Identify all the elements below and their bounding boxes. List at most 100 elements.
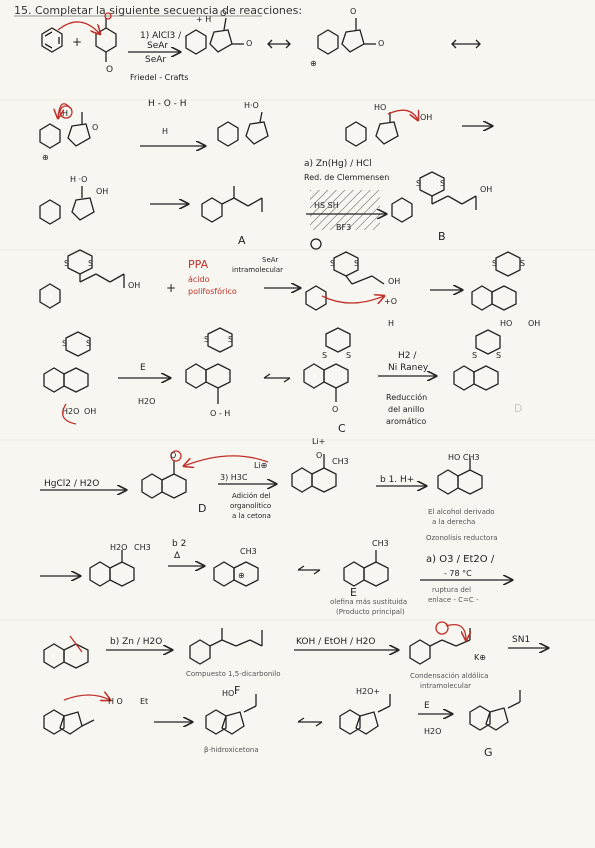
bf3-label: BF3 — [336, 223, 351, 232]
svg-text:H·O: H·O — [244, 101, 259, 110]
svg-text:S: S — [492, 259, 497, 268]
water-label: H - O - H — [148, 99, 187, 109]
svg-text:K⊕: K⊕ — [474, 653, 486, 662]
compound-d — [141, 450, 187, 499]
benzene-reactant — [41, 27, 63, 53]
niraney-label: Ni Raney — [388, 363, 429, 373]
svg-text:Li+: Li+ — [312, 437, 325, 446]
svg-text:O: O — [170, 451, 176, 460]
alcohol-note-1: El alcohol derivado — [428, 508, 495, 516]
reduccion-label: Reducción — [386, 392, 427, 402]
svg-text:S: S — [62, 339, 67, 348]
svg-text:+: + — [166, 281, 176, 295]
alkoxide-bicycle — [43, 709, 95, 735]
sear-label-2: SeAr — [145, 55, 166, 65]
svg-text:+ H: + H — [196, 15, 211, 24]
svg-text:O - H: O - H — [210, 409, 230, 418]
e-final-label: E — [424, 701, 430, 711]
condensacion-label-2: intramolecular — [420, 682, 471, 690]
crossed-out-reagent — [310, 190, 380, 230]
notebook-grid — [0, 99, 595, 621]
cyclized-intermediate — [471, 251, 521, 311]
hemiketal-intermediate — [345, 112, 399, 147]
svg-text:S: S — [322, 351, 327, 360]
reduced-dithiane — [453, 329, 501, 391]
svg-text:S: S — [520, 259, 525, 268]
koh-label: KOH / EtOH / H2O — [296, 637, 375, 647]
svg-text:OH: OH — [388, 277, 400, 286]
olefina-label-1: olefina más sustituida — [330, 598, 407, 606]
beta-hydroxyketone-label: β-hidroxicetona — [204, 746, 259, 754]
ozonide-alkene — [43, 635, 89, 669]
svg-text:CH3: CH3 — [240, 547, 257, 556]
svg-text:H ·O: H ·O — [70, 175, 87, 184]
enolate-intermediate — [409, 621, 471, 665]
compound-e-label: E — [350, 586, 357, 599]
ho-ch3-label: HO CH3 — [448, 453, 480, 462]
svg-text:+O: +O — [384, 297, 397, 306]
compound-f — [189, 628, 263, 665]
oxonium-intermediate — [217, 111, 269, 147]
delta-label: Δ — [174, 551, 181, 561]
sn1-label: SN1 — [512, 635, 530, 645]
svg-text:O: O — [316, 451, 322, 460]
enol-intermediate — [185, 327, 233, 404]
svg-text:O: O — [92, 123, 98, 132]
svg-text:S: S — [330, 259, 335, 268]
a-la-cetona-label: a la cetona — [232, 512, 271, 520]
sear-label-1: SeAr — [147, 41, 168, 51]
alcohol-note-2: a la derecha — [432, 518, 475, 526]
grignard-label: 3) H3C — [220, 473, 248, 482]
svg-text:OH: OH — [84, 407, 96, 416]
svg-text:HO: HO — [500, 319, 512, 328]
e-reagent-label: E — [140, 363, 146, 373]
ch3-label: CH3 — [332, 457, 349, 466]
hoet-label: H O — [108, 697, 123, 706]
svg-text:⊕: ⊕ — [310, 59, 317, 68]
h2o-final-label: H2O — [424, 727, 441, 736]
zn-hg-label: a) Zn(Hg) / HCl — [304, 159, 372, 169]
hgcl2-label: HgCl2 / H2O — [44, 479, 99, 489]
ruptura-label-2: enlace - C=C - — [428, 596, 479, 604]
compound-a — [201, 186, 263, 223]
sigma-complex-2 — [317, 18, 376, 55]
et-label: Et — [140, 697, 148, 706]
compound-c-label: C — [338, 422, 346, 435]
svg-text:⊕: ⊕ — [238, 571, 245, 580]
svg-text:S: S — [88, 259, 93, 268]
compound-b — [391, 171, 477, 223]
alkoxide-intermediate — [291, 454, 337, 493]
svg-text:H: H — [388, 319, 394, 328]
svg-text:S: S — [472, 351, 477, 360]
del-anillo-label: del anillo — [388, 405, 424, 414]
compound-g — [469, 690, 521, 731]
dithiol-label: HS SH — [314, 201, 339, 210]
ch3-b-label: CH3 — [134, 543, 151, 552]
ghost-d-label: D — [514, 402, 522, 415]
ch3-c-label: CH3 — [372, 539, 389, 548]
temp-label: - 78 °C — [444, 569, 472, 578]
o3-label: a) O3 / Et2O / — [426, 554, 495, 565]
olefina-label-2: (Producto principal) — [336, 608, 405, 616]
clemmensen-label: Red. de Clemmensen — [304, 173, 389, 182]
polifosforico-label: polifosfórico — [188, 286, 237, 296]
svg-text:H2O: H2O — [62, 407, 79, 416]
compound-f-label: F — [234, 684, 240, 697]
dithiane-acid — [39, 249, 125, 309]
svg-text:HO: HO — [222, 689, 234, 698]
svg-text:H: H — [62, 109, 68, 118]
protonated-hemiketal — [39, 186, 95, 225]
svg-text:S: S — [346, 351, 351, 360]
svg-text:⊕: ⊕ — [42, 153, 49, 162]
ruptura-label-1: ruptura del — [432, 586, 471, 594]
svg-text:O: O — [378, 39, 384, 48]
b1-label: b 1. H+ — [380, 475, 414, 485]
exercise-header: 15. Completar la siguiente secuencia de … — [14, 4, 302, 17]
compound-c — [303, 327, 351, 402]
friedel-crafts-label: Friedel - Crafts — [130, 73, 188, 82]
compound-a-label: A — [238, 234, 246, 247]
svg-text:S: S — [228, 335, 233, 344]
carbocation-intermediate — [213, 561, 259, 587]
